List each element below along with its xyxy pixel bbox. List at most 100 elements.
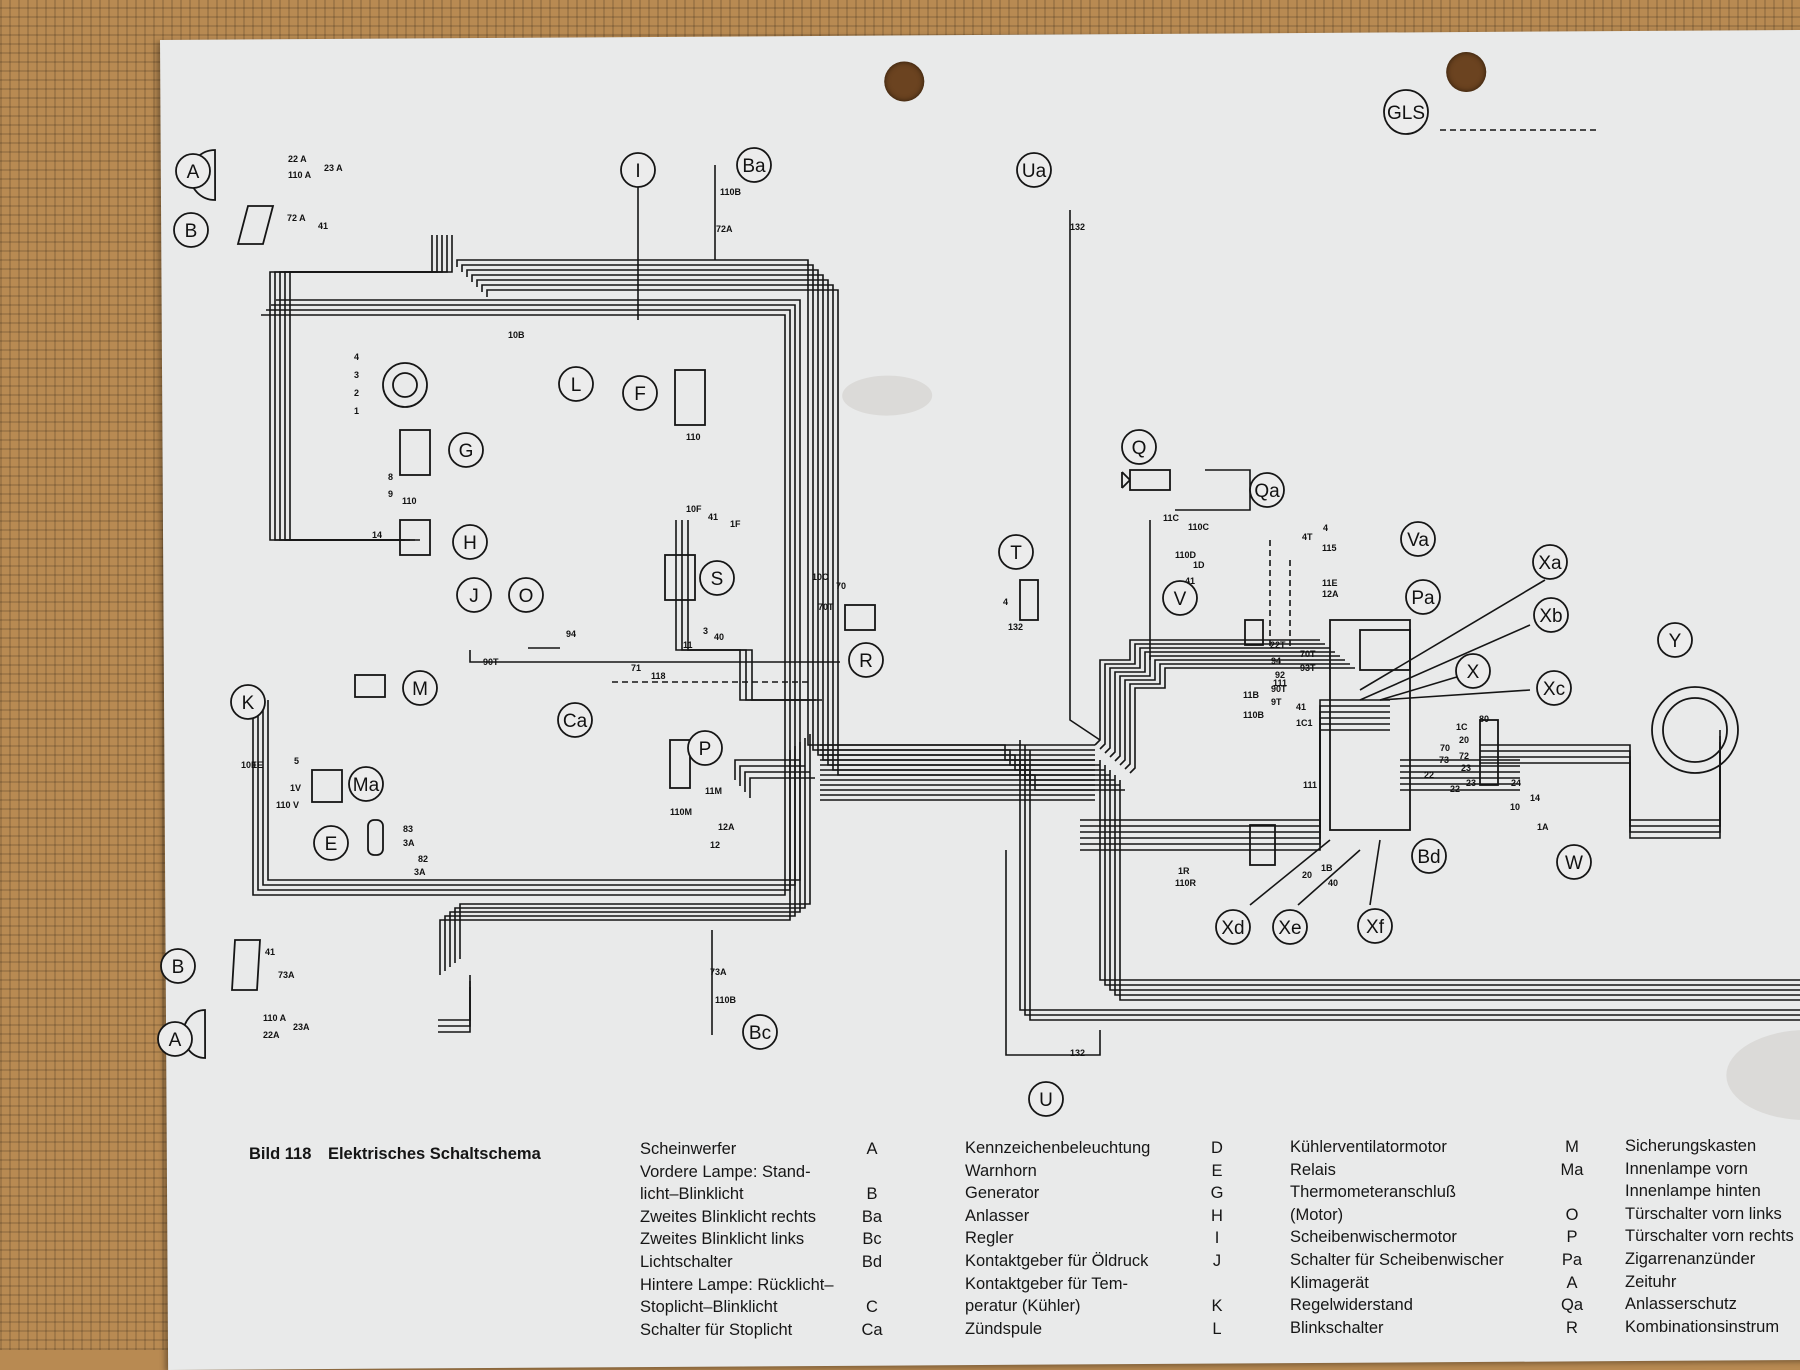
component-v: V — [1162, 580, 1198, 616]
figure-number: Bild 118 — [249, 1145, 312, 1163]
wire-label: 24 — [1511, 778, 1521, 788]
wire-label: 4 — [354, 352, 359, 362]
callout-circle — [1028, 1081, 1064, 1117]
relay — [311, 769, 343, 803]
legend-component-name: Sicherungskasten — [1625, 1137, 1757, 1155]
callout-circle — [1357, 908, 1393, 944]
callout-circle — [687, 730, 723, 766]
legend-component-code — [1759, 1158, 1800, 1181]
harness-outer-loop — [267, 299, 801, 881]
component-a2: A — [157, 1021, 193, 1057]
wire-label: 110M — [670, 807, 692, 817]
sidelamp-front — [236, 205, 275, 245]
legend-component-code — [1549, 1181, 1595, 1204]
legend-component-code: M — [1565, 1138, 1579, 1156]
component-y: Y — [1657, 622, 1693, 658]
wire-label: 110 A — [288, 170, 312, 180]
legend-row: peratur (Kühler)K — [965, 1295, 1240, 1318]
component-xf: Xf — [1357, 908, 1393, 944]
legend-component-code — [1759, 1135, 1800, 1158]
legend-component-code: Ma — [1560, 1160, 1584, 1179]
callout-label: GLS — [1387, 103, 1425, 124]
legend-component-code: Ba — [861, 1207, 883, 1226]
component-xc: Xc — [1536, 670, 1572, 706]
callout-label: E — [325, 834, 338, 855]
legend-component-code — [1782, 1203, 1800, 1226]
legend-component-code: D — [1211, 1139, 1223, 1157]
wire-label: 40 — [714, 632, 724, 642]
wire-label: 132 — [1070, 222, 1085, 232]
callout-circle — [230, 684, 266, 720]
legend-component-name: Innenlampe hinten — [1625, 1182, 1761, 1201]
wire-label: 110B — [1243, 710, 1265, 720]
component-bc: Bc — [742, 1014, 778, 1050]
component-m: M — [402, 670, 438, 706]
component-symbols — [182, 149, 1739, 1059]
component-o: O — [508, 577, 544, 613]
legend-component-code: J — [1212, 1251, 1222, 1270]
wire-label: 20 — [1459, 735, 1469, 745]
wire-label: 14 — [372, 530, 382, 540]
legend-row: Anlasserschutz — [1625, 1293, 1800, 1316]
legend-component-code: G — [1210, 1184, 1224, 1203]
wire-label: 73 — [1439, 755, 1449, 765]
wire-label: 22A — [263, 1030, 280, 1040]
wire-label: 110 A — [263, 1013, 287, 1023]
legend-component-code: E — [1211, 1161, 1223, 1180]
callout-label: B — [172, 957, 185, 978]
harness-left-loop — [279, 235, 443, 541]
legend-component-code: A — [866, 1140, 878, 1158]
generator-box — [399, 429, 431, 476]
component-q: Q — [1121, 429, 1157, 465]
harness-rear-lamp — [438, 975, 471, 1021]
wire-label: 20 — [1302, 870, 1312, 880]
callout-label: Xb — [1539, 606, 1562, 627]
flasher-symbol — [844, 604, 876, 631]
harness-main-bundle — [461, 264, 1100, 766]
wire-label: 41 — [708, 512, 718, 522]
legend-component-code: P — [1566, 1228, 1578, 1247]
callout-label: S — [711, 569, 724, 590]
component-xe: Xe — [1272, 909, 1308, 945]
legend-row: Sicherungskasten — [1625, 1135, 1800, 1158]
wire-label: 90T — [483, 657, 499, 667]
wire-label: 110 V — [276, 800, 299, 810]
legend-component-name: (Motor) — [1290, 1205, 1344, 1224]
wire-label: 1C — [1456, 722, 1468, 732]
component-g: G — [448, 432, 484, 468]
wire-label: 83 — [403, 824, 413, 834]
wire-label: 118 — [651, 671, 666, 681]
legend-row: Zeituhr — [1625, 1271, 1800, 1294]
wire-label: 4T — [1302, 532, 1313, 542]
legend-component-code — [1779, 1316, 1800, 1339]
callout-circle — [1162, 580, 1198, 616]
harness-left-loop — [269, 235, 433, 541]
wire-label: 12A — [1322, 589, 1339, 599]
wire-label: 110R — [1175, 878, 1197, 888]
legend-component-code: K — [1211, 1297, 1223, 1316]
component-ca: Ca — [557, 702, 593, 738]
legend-component-name: Anlasserschutz — [1625, 1295, 1737, 1314]
legend-component-name: Hintere Lampe: Rücklicht– — [640, 1275, 834, 1294]
legend-component-name: Kombinationsinstrum — [1625, 1317, 1780, 1336]
fan-motor — [1129, 469, 1171, 491]
legend-component-name: Lichtschalter — [640, 1252, 733, 1271]
temp-sender — [1019, 579, 1039, 621]
leader-xe — [1297, 849, 1361, 906]
component-w: W — [1556, 844, 1592, 880]
legend-component-code — [1194, 1273, 1240, 1296]
component-pa: Pa — [1405, 579, 1441, 615]
harness-bottom — [1029, 750, 1800, 1021]
callout-label: Xa — [1538, 553, 1562, 574]
callout-circle — [742, 1014, 778, 1050]
wire-label: 10B — [508, 330, 525, 340]
legend-component-name: Stoplicht–Blinklicht — [640, 1298, 778, 1317]
wire-label: 110B — [715, 995, 737, 1005]
wire-label: 23 — [1466, 778, 1476, 788]
harness-bottom-right — [1104, 765, 1800, 986]
wire-label: 1C1 — [1296, 718, 1313, 728]
legend-component-name: Generator — [965, 1184, 1040, 1203]
